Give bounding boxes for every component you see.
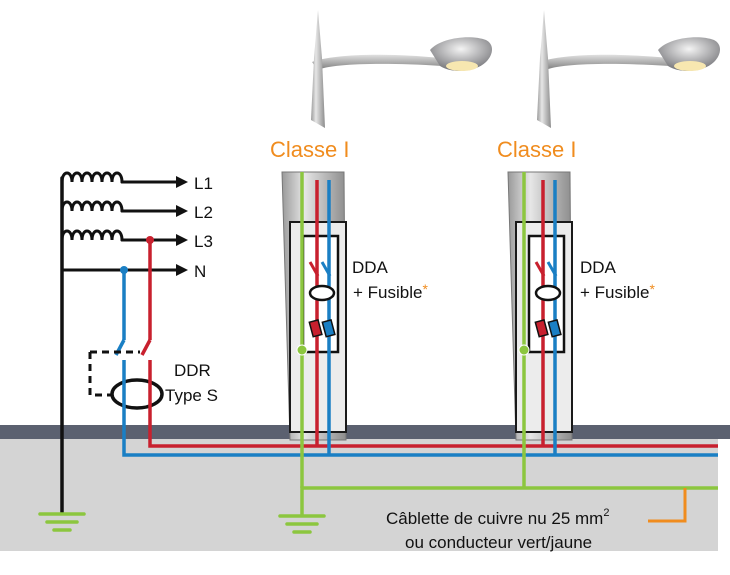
- transformer-coil-l3: [60, 229, 124, 242]
- pole-1-earth-terminal: [296, 344, 308, 356]
- cable-note-superscript: 2: [603, 507, 609, 519]
- lamp-lens: [674, 61, 706, 71]
- ddr-label-line1: DDR: [174, 361, 211, 380]
- pole-1-fuse-phase: [308, 319, 323, 338]
- class-label-pole-1: Classe I: [270, 137, 349, 162]
- earth-symbol-poles: [278, 514, 326, 534]
- phase-wire-ddr: [148, 360, 718, 448]
- dda-label-pole-2: DDA: [580, 258, 617, 277]
- ground-surface-band: [0, 425, 730, 439]
- lamp-head: [430, 37, 492, 71]
- pole-1-dda-contact-a: [308, 261, 320, 277]
- transformer-coil-l2: [60, 200, 124, 213]
- pole-arm: [540, 54, 670, 70]
- ddr-trip-link: [88, 352, 112, 397]
- pole-2-dda-contact-a: [534, 261, 546, 277]
- fusible-label-pole-1: + Fusible*: [353, 281, 428, 302]
- label-l3: L3: [194, 232, 213, 251]
- fusible-label-pole-2: + Fusible*: [580, 281, 655, 302]
- pole-2-dda-contact-b: [546, 261, 558, 277]
- arrow-l1: [176, 176, 188, 188]
- dda-label-pole-1: DDA: [352, 258, 389, 277]
- pole-2-dda-toroid: [534, 284, 562, 302]
- neutral-wire-ddr: [122, 360, 718, 457]
- cable-note-line1: Câblette de cuivre nu 25 mm2: [386, 507, 609, 528]
- lamp-lens: [446, 61, 478, 71]
- earth-symbol-supply: [38, 512, 86, 532]
- label-l1: L1: [194, 174, 213, 193]
- soil-area: [0, 439, 718, 551]
- pole-2-wiring: [522, 172, 558, 488]
- cable-note-leader: [648, 488, 687, 523]
- pole-1-dda-toroid: [308, 284, 336, 302]
- pole-1-wiring: [300, 172, 332, 488]
- pole-2-fuse-phase: [534, 319, 549, 338]
- arrow-l2: [176, 205, 188, 217]
- earth-conductor-main: [300, 486, 718, 515]
- pole-arm: [312, 54, 442, 70]
- label-l2: L2: [194, 203, 213, 222]
- cable-note-line2: ou conducteur vert/jaune: [405, 533, 592, 552]
- pole-mast-top: [537, 10, 551, 128]
- asterisk-pole-1: *: [422, 281, 428, 297]
- lamp-head: [658, 37, 720, 71]
- ddr-label-line2: Type S: [165, 386, 218, 405]
- pole-mast-top: [311, 10, 325, 128]
- arrow-l3: [176, 234, 188, 246]
- label-n: N: [194, 262, 206, 281]
- pole-2-earth-terminal: [518, 344, 530, 356]
- lighting-pole-2: [507, 10, 720, 441]
- lighting-pole-1: [281, 10, 492, 441]
- ddr-contact-phase: [140, 339, 152, 356]
- asterisk-pole-2: *: [649, 281, 655, 297]
- ddr-toroid: [110, 378, 164, 410]
- arrow-n: [176, 264, 188, 276]
- class-label-pole-2: Classe I: [497, 137, 576, 162]
- pole-1-fuse-neutral: [321, 319, 336, 338]
- transformer-coil-l1: [60, 171, 124, 184]
- pole-2-fuse-neutral: [547, 319, 562, 338]
- pole-1-dda-contact-b: [320, 261, 332, 277]
